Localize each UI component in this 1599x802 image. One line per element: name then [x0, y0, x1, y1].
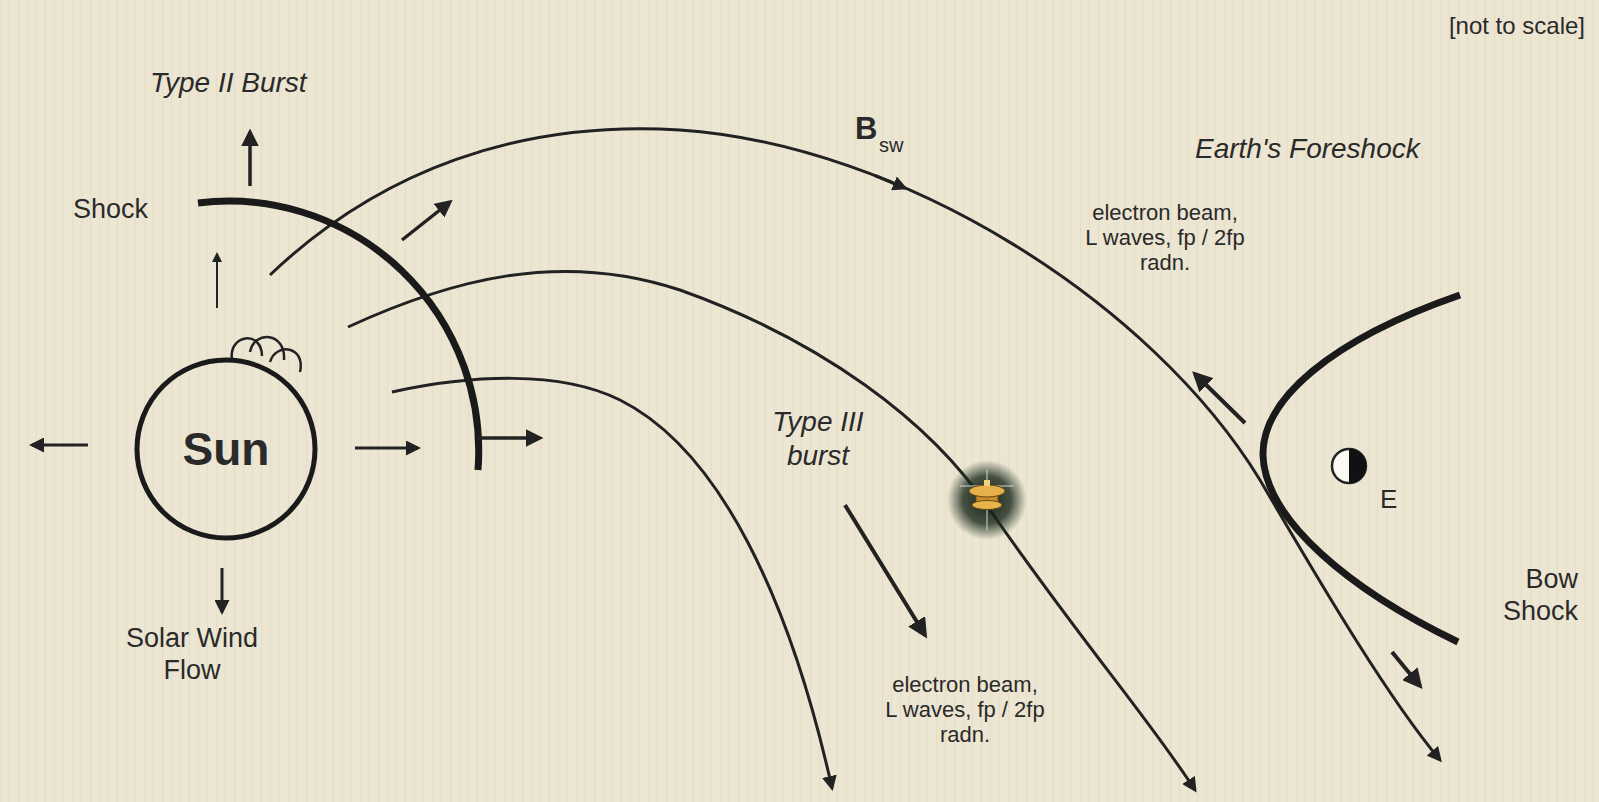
- scale-note: [not to scale]: [1449, 12, 1585, 41]
- burst-label: Type II Burst: [150, 66, 307, 100]
- beam-arrow: [845, 505, 925, 635]
- beam-arrow: [1195, 374, 1245, 423]
- flow-label: Solar Wind Flow: [117, 622, 267, 686]
- solar-wind-arrows: [32, 254, 418, 612]
- emission-note: electron beam, L waves, fp / 2fp radn.: [1085, 200, 1245, 275]
- foreshock-label: Earth's Foreshock: [1195, 132, 1420, 166]
- emission-note: electron beam, L waves, fp / 2fp radn.: [885, 672, 1045, 747]
- burst-label: Type III burst: [763, 405, 873, 473]
- coronal-loops: [232, 337, 301, 372]
- field-symbol: B: [855, 110, 877, 147]
- flow-arrow: [1392, 652, 1420, 686]
- shock-label: Shock: [73, 193, 148, 225]
- earth-label: E: [1380, 484, 1397, 515]
- circle-outline: [137, 360, 315, 538]
- bow-shock: [1263, 295, 1460, 642]
- spacecraft: [947, 460, 1027, 540]
- bow-shock-label: Bow Shock: [1478, 563, 1578, 627]
- node-label: Sun: [183, 422, 270, 476]
- field-subscript: sw: [879, 133, 903, 157]
- earth-symbol: [1332, 449, 1366, 483]
- sun-circle: Sun: [134, 357, 318, 541]
